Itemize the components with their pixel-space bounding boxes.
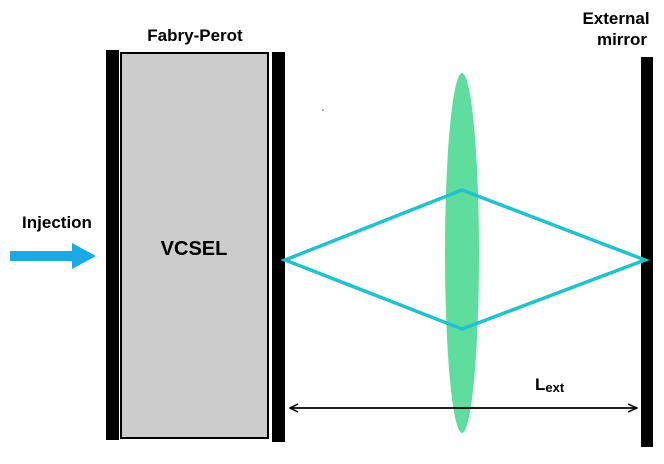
fabry-perot-label: Fabry-Perot: [147, 26, 243, 45]
lext-subscript: ext: [545, 380, 564, 395]
focusing-lens: [445, 73, 479, 433]
vcsel-block: [120, 52, 269, 439]
external-mirror-label-line1: External: [582, 9, 649, 28]
beam-path: [280, 188, 650, 331]
injection-label: Injection: [22, 213, 92, 232]
external-mirror: [641, 57, 653, 447]
left-fp-mirror: [106, 50, 119, 440]
external-mirror-label-line2: mirror: [597, 30, 647, 49]
injection-arrow-icon: [10, 243, 96, 269]
lext-label: Lext: [535, 375, 565, 395]
lext-main: L: [535, 375, 545, 394]
vcsel-label: VCSEL: [161, 238, 228, 260]
speck-dot: [322, 109, 324, 111]
right-fp-mirror: [272, 52, 285, 442]
